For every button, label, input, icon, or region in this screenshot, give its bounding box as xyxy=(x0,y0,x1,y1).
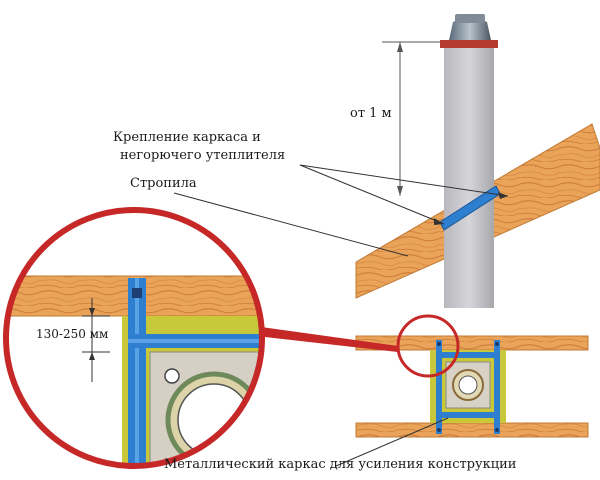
gap-dimension xyxy=(82,298,110,382)
gap-label: 130-250 мм xyxy=(36,327,109,341)
frame-plan xyxy=(355,335,589,438)
magnifier-ring xyxy=(3,207,265,469)
fastening-label-line1: Крепление каркаса и xyxy=(113,130,261,145)
height-label: от 1 м xyxy=(350,106,392,121)
height-dimension xyxy=(382,41,440,196)
rafters-label: Стропила xyxy=(130,176,197,191)
zoom-connector xyxy=(254,326,398,352)
chimney-cap xyxy=(449,18,491,40)
metal-frame-label: Металлический каркас для усиления констр… xyxy=(164,457,517,472)
leader-lines xyxy=(173,164,509,467)
rafter-beam xyxy=(355,123,600,308)
chimney-cap-base xyxy=(440,40,498,48)
lower-joist xyxy=(355,422,589,438)
fastening-label-line2: негорючего утеплителя xyxy=(120,148,286,163)
magnified-detail xyxy=(6,210,262,466)
